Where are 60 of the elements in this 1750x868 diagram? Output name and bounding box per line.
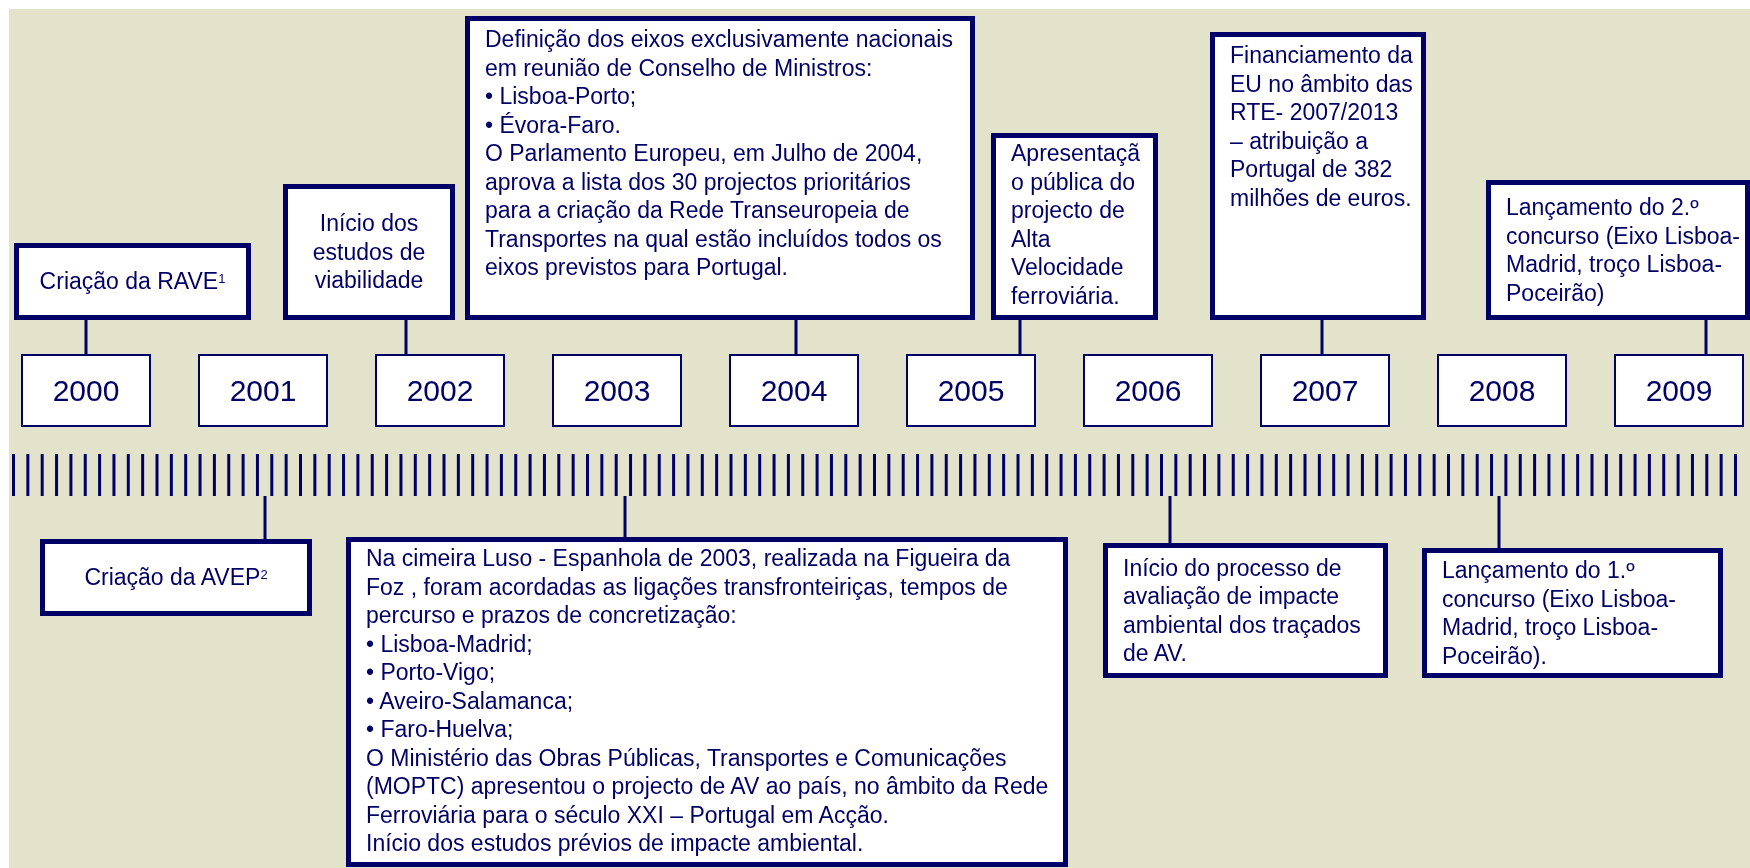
- event-text: O Parlamento Europeu, em Julho de 2004, aprova a lista dos 30 projectos prioritários para a criação da Rede Transeuropeia de Transportes na qual estão incluídos todos os eixos previstos para Portugal.: [485, 139, 943, 282]
- event-text: Na cimeira Luso - Espanhola de 2003, realizada na Figueira da Foz , foram acordadas as ligações transfronteiriças, tempos de percurso e prazos de concretização:: [366, 544, 1012, 630]
- year-label: 2006: [1114, 375, 1182, 406]
- event-box: [1422, 548, 1723, 678]
- event-text: • Porto-Vigo;: [366, 658, 497, 687]
- connector-line: [1704, 320, 1708, 354]
- connector-line: [1320, 320, 1324, 354]
- event-text: Definição dos eixos exclusivamente nacionais em reunião de Conselho de Ministros:: [485, 25, 954, 82]
- year-box: [1260, 354, 1390, 427]
- ruler-drawing: [12, 454, 1737, 496]
- year-label: 2007: [1291, 375, 1359, 406]
- event-text: • Lisboa-Porto;: [485, 82, 638, 111]
- event-box: [465, 16, 975, 320]
- year-label: 2000: [52, 375, 120, 406]
- event-text: O Ministério das Obras Públicas, Transportes e Comunicações (MOPTC) apresentou o projecto de AV ao país, no âmbito da Rede Ferroviária para o século XXI – Portugal em Acção.: [366, 743, 1050, 829]
- event-text: • Aveiro-Salamanca;: [366, 686, 575, 715]
- year-label: 2008: [1468, 375, 1536, 406]
- event-text: Apresentação pública do projecto de Alta Velocidade ferroviária.: [1011, 139, 1142, 310]
- event-text: Financiamento da EU no âmbito das RTE- 2007/2013 – atribuição a Portugal de 382 milhões de euros.: [1230, 41, 1414, 212]
- event-box: [1486, 180, 1750, 320]
- year-box: [21, 354, 151, 427]
- year-box: [1614, 354, 1744, 427]
- year-box: [375, 354, 505, 427]
- connector-line: [1018, 320, 1022, 354]
- year-box: [1437, 354, 1567, 427]
- year-label: 2001: [229, 375, 297, 406]
- event-text: • Lisboa-Madrid;: [366, 629, 534, 658]
- event-text: Lançamento do 2.º concurso (Eixo Lisboa-Madrid, troço Lisboa-Poceirão): [1506, 193, 1740, 307]
- year-label: 2002: [406, 375, 474, 406]
- event-box: [283, 184, 455, 320]
- year-label: 2005: [937, 375, 1005, 406]
- event-text: • Faro-Huelva;: [366, 715, 515, 744]
- connector-line: [263, 496, 267, 539]
- event-text: Lançamento do 1.º concurso (Eixo Lisboa-Madrid, troço Lisboa-Poceirão).: [1442, 556, 1677, 670]
- event-box: [991, 133, 1158, 320]
- event-text: Início dos estudos prévios de impacte ambiental.: [366, 829, 865, 858]
- connector-line: [84, 320, 88, 354]
- event-text: Criação da AVEP$^{2}$: [83, 563, 269, 592]
- connector-line: [623, 496, 627, 537]
- year-box: [552, 354, 682, 427]
- connector-line: [1168, 496, 1172, 543]
- event-text: Início do processo de avaliação de impacte ambiental dos traçados de AV.: [1123, 553, 1362, 668]
- connector-line: [794, 320, 798, 354]
- event-box: [40, 539, 312, 616]
- year-box: [906, 354, 1036, 427]
- event-text: Início dos estudos de viabilidade: [311, 209, 427, 295]
- year-label: 2003: [583, 375, 651, 406]
- year-label: 2004: [760, 375, 828, 406]
- year-box: [1083, 354, 1213, 427]
- year-label: 2009: [1645, 375, 1713, 406]
- event-text: • Évora-Faro.: [485, 110, 622, 139]
- event-box: [1103, 543, 1388, 678]
- event-text: Criação da RAVE$^{1}$: [38, 267, 227, 296]
- event-box: [346, 537, 1068, 867]
- event-box: [1210, 32, 1426, 320]
- year-box: [198, 354, 328, 427]
- connector-line: [1497, 496, 1501, 548]
- event-box: [14, 243, 251, 320]
- year-box: [729, 354, 859, 427]
- connector-line: [404, 320, 408, 354]
